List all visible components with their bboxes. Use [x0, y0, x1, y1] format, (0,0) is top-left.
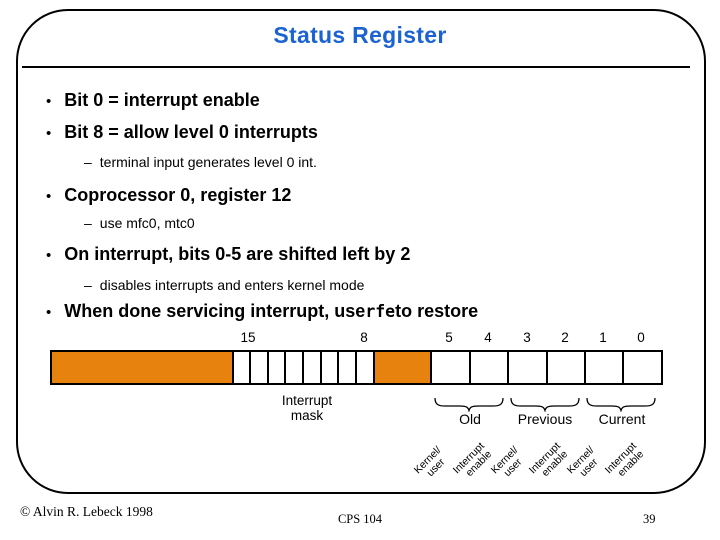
- bit-label-2: 2: [561, 330, 569, 345]
- bit-label-3: 3: [523, 330, 531, 345]
- bit-label-0: 0: [637, 330, 645, 345]
- register-cell: [430, 352, 469, 383]
- footer-page-number: 39: [643, 512, 656, 526]
- brace-icon: [586, 397, 656, 412]
- brace-icon: [510, 397, 580, 412]
- mask-cell: [266, 352, 285, 383]
- status-register-box: [50, 350, 663, 385]
- mask-cell: [355, 352, 373, 383]
- mask-cell: [249, 352, 267, 383]
- bullet-text: Coprocessor 0, register 12: [64, 185, 292, 205]
- interrupt-mask-line1: Interrupt: [281, 393, 333, 408]
- title-underline: [22, 66, 690, 68]
- register-cell: [584, 352, 623, 383]
- sub-bullet-text: use mfc0, mtc0: [99, 215, 195, 231]
- footer-course: CPS 104: [337, 512, 383, 526]
- bullet-marker: •: [46, 304, 52, 321]
- bullet-marker: •: [46, 93, 52, 110]
- bit-label-15: 15: [240, 330, 256, 345]
- register-cell: [622, 352, 661, 383]
- bullet-item: • Bit 8 = allow level 0 interrupts: [46, 122, 318, 143]
- bullet-text: When done servicing interrupt, use: [64, 301, 366, 321]
- inline-code-rfe: rfe: [365, 302, 396, 321]
- page-title: Status Register: [273, 22, 447, 48]
- register-cell: [507, 352, 546, 383]
- sub-bullet-text: terminal input generates level 0 int.: [99, 154, 317, 170]
- sub-bullet-item: – disables interrupts and enters kernel …: [84, 277, 364, 293]
- mask-cell: [284, 352, 303, 383]
- bullet-text: to restore: [395, 301, 479, 321]
- bullet-text: On interrupt, bits 0-5 are shifted left …: [64, 244, 411, 264]
- group-label-current: Current: [598, 411, 646, 427]
- dash-marker: –: [84, 154, 92, 170]
- sub-bullet-text: disables interrupts and enters kernel mo…: [99, 277, 365, 293]
- mask-cell: [302, 352, 320, 383]
- bullet-item: • When done servicing interrupt, use rfe…: [46, 301, 478, 322]
- bullet-marker: •: [46, 188, 52, 205]
- dash-marker: –: [84, 215, 92, 231]
- slide-frame: [16, 9, 706, 494]
- footer-copyright: © Alvin R. Lebeck 1998: [20, 504, 153, 519]
- bullet-item: • Coprocessor 0, register 12: [46, 185, 291, 206]
- bit-label-5: 5: [445, 330, 453, 345]
- group-label-previous: Previous: [517, 411, 573, 427]
- sub-bullet-item: – use mfc0, mtc0: [84, 215, 195, 231]
- group-label-old: Old: [459, 411, 481, 427]
- bullet-text: Bit 8 = allow level 0 interrupts: [64, 122, 318, 142]
- bullet-item: • On interrupt, bits 0-5 are shifted lef…: [46, 244, 410, 265]
- register-cell: [545, 352, 584, 383]
- mask-cell: [319, 352, 338, 383]
- bullet-marker: •: [46, 125, 52, 142]
- mask-cell: [231, 352, 250, 383]
- bit-label-1: 1: [599, 330, 607, 345]
- brace-icon: [434, 397, 504, 412]
- interrupt-mask-line2: mask: [290, 408, 324, 423]
- mask-cell: [337, 352, 356, 383]
- sub-bullet-item: – terminal input generates level 0 int.: [84, 154, 317, 170]
- bullet-marker: •: [46, 247, 52, 264]
- bullet-item: • Bit 0 = interrupt enable: [46, 90, 260, 111]
- bullet-text: Bit 0 = interrupt enable: [64, 90, 260, 110]
- register-segment-high-orange: [52, 352, 232, 383]
- bit-label-8: 8: [360, 330, 368, 345]
- dash-marker: –: [84, 277, 92, 293]
- bit-label-4: 4: [484, 330, 492, 345]
- register-segment-mid-orange: [372, 352, 431, 383]
- interrupt-mask-label: Interrupt mask: [262, 393, 352, 423]
- register-cell: [468, 352, 508, 383]
